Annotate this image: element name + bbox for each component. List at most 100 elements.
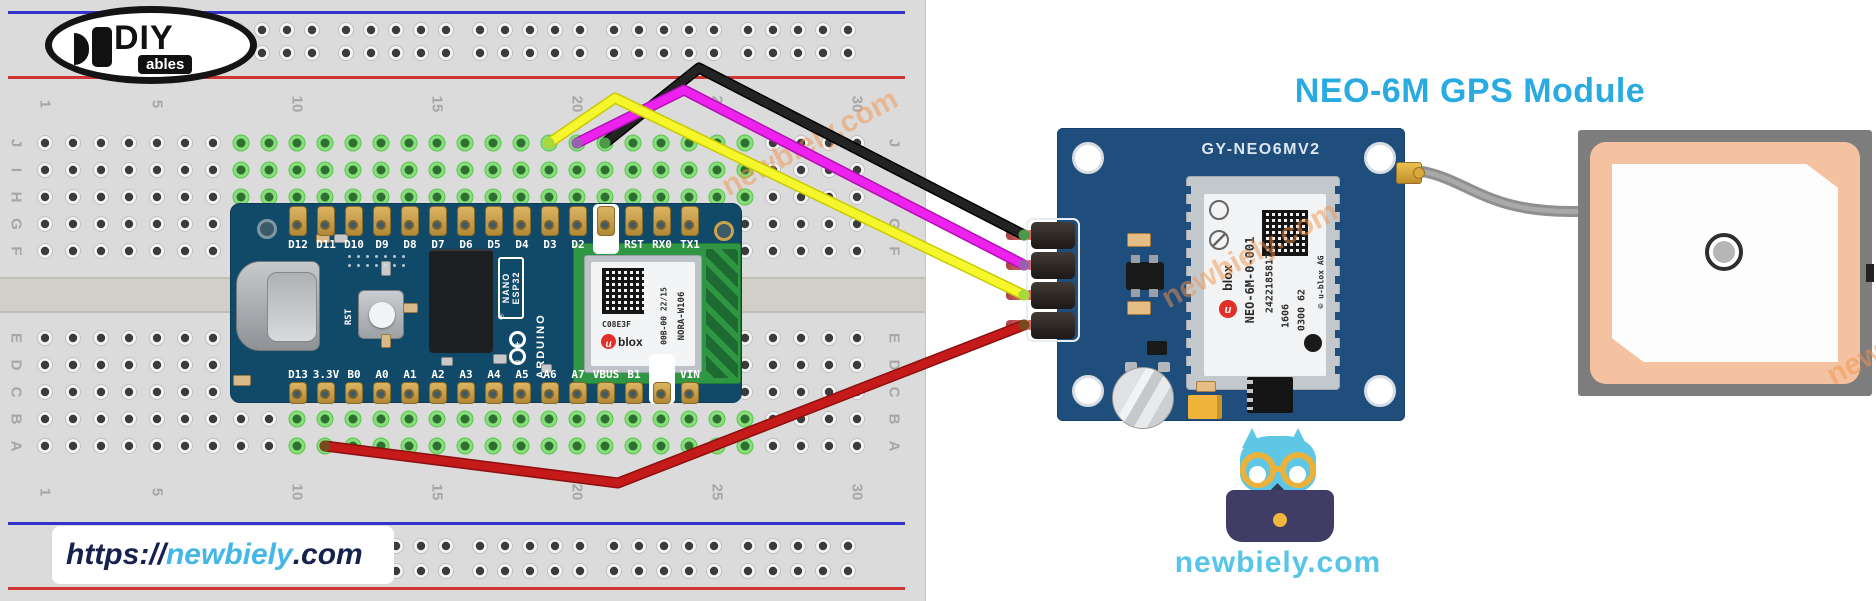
breadboard-hole-center (96, 246, 106, 256)
label-dot (1304, 334, 1322, 352)
breadboard-hole-center (550, 566, 560, 576)
via-dot (393, 255, 396, 258)
pin-label: A4 (487, 368, 501, 381)
smd-component (441, 357, 453, 366)
breadboard-hole-center (40, 219, 50, 229)
breadboard-hole-center (824, 441, 834, 451)
breadboard-hole-center (628, 165, 638, 175)
owl-glasses (1240, 452, 1276, 488)
shield-notches (1335, 186, 1342, 380)
pin-hole (628, 389, 638, 399)
diyables-logo-icon (74, 33, 89, 65)
breadboard-hole-center (544, 165, 554, 175)
pin-hole (404, 220, 414, 230)
breadboard-hole-center (416, 48, 426, 58)
breadboard-hole-center (441, 48, 451, 58)
gps-header-socket (1031, 282, 1075, 309)
breadboard-hole-center (40, 138, 50, 148)
breadboard-hole-center (544, 192, 554, 202)
breadboard-hole-center (709, 566, 719, 576)
pin-label: 3.3V (312, 368, 340, 381)
breadboard-hole-center (307, 25, 317, 35)
breadboard-hole-center (391, 48, 401, 58)
breadboard-hole-center (843, 25, 853, 35)
breadboard-hole-center (544, 441, 554, 451)
breadboard-hole-center (824, 219, 834, 229)
pin-label: D9 (375, 238, 389, 251)
castellated-pin (317, 382, 335, 404)
breadboard-hole-center (852, 360, 862, 370)
signal-wire-yellow-tip (1018, 289, 1030, 301)
diyables-logo-subtext: ables (138, 55, 193, 74)
breadboard-hole-center (152, 165, 162, 175)
breadboard-hole-center (818, 48, 828, 58)
arduino-nano-esp32-board: RST NANO ESP32 ® + − ARDUINO C08E3F u bl… (230, 203, 742, 404)
breadboard-hole-center (208, 165, 218, 175)
breadboard-hole-center (572, 414, 582, 424)
mounting-hole (1364, 142, 1396, 174)
power-rail-line-red-top (8, 76, 905, 79)
breadboard-hole-center (320, 165, 330, 175)
breadboard-hole-center (348, 138, 358, 148)
breadboard-hole-center (740, 138, 750, 148)
mounting-hole (257, 219, 277, 239)
arduino-logo-icon: − (509, 348, 526, 366)
mcu-chip (429, 249, 493, 353)
breadboard-hole-center (628, 414, 638, 424)
pin-hole (460, 389, 470, 399)
breadboard-hole-center (709, 48, 719, 58)
pin-label: D12 (288, 238, 308, 251)
breadboard-hole-center (634, 25, 644, 35)
breadboard-hole-center (348, 165, 358, 175)
gps-header-socket (1031, 252, 1075, 279)
breadboard-hole-center (572, 192, 582, 202)
pin-label: RST (624, 238, 644, 251)
pin-hole (544, 220, 554, 230)
breadboard-hole-center (264, 138, 274, 148)
breadboard-hole-center (768, 192, 778, 202)
breadboard-hole-center (40, 192, 50, 202)
pin-label: D11 (316, 238, 336, 251)
castellated-pin (373, 206, 391, 236)
breadboard-hole-center (376, 192, 386, 202)
breadboard-hole-center (124, 138, 134, 148)
breadboard-hole-center (96, 165, 106, 175)
pin-label: VIN (680, 368, 700, 381)
breadboard-hole-center (124, 387, 134, 397)
breadboard-hole-center (416, 25, 426, 35)
breadboard-hole-center (525, 541, 535, 551)
gnd-wire-black-tip (599, 137, 611, 149)
breadboard-hole-center (460, 192, 470, 202)
battery-tab (1158, 362, 1170, 372)
breadboard-hole-center (152, 333, 162, 343)
breadboard-hole-center (793, 566, 803, 576)
breadboard-hole-center (684, 414, 694, 424)
breadboard-hole-center (180, 138, 190, 148)
breadboard-hole-center (320, 138, 330, 148)
castellated-pin (653, 382, 671, 404)
pin-hole (656, 389, 666, 399)
signal-wire-magenta (573, 86, 1028, 269)
breadboard-hole-center (575, 25, 585, 35)
breadboard-hole-center (292, 138, 302, 148)
breadboard-hole-center (500, 48, 510, 58)
castellated-pin (485, 206, 503, 236)
breadboard-hole-center (320, 414, 330, 424)
breadboard-hole-center (96, 414, 106, 424)
breadboard-hole-center (659, 25, 669, 35)
castellated-pin (569, 206, 587, 236)
breadboard-hole-center (600, 192, 610, 202)
pin-label: D7 (431, 238, 445, 251)
breadboard-hole-center (40, 387, 50, 397)
breadboard-hole-center (292, 441, 302, 451)
breadboard-hole-center (236, 414, 246, 424)
breadboard-hole-center (516, 165, 526, 175)
breadboard-hole-center (796, 219, 806, 229)
pin-label: A1 (403, 368, 417, 381)
smd-component (1127, 233, 1151, 247)
breadboard-hole-center (793, 48, 803, 58)
breadboard-hole-center (96, 192, 106, 202)
breadboard-hole-center (550, 541, 560, 551)
breadboard-hole-center (516, 192, 526, 202)
